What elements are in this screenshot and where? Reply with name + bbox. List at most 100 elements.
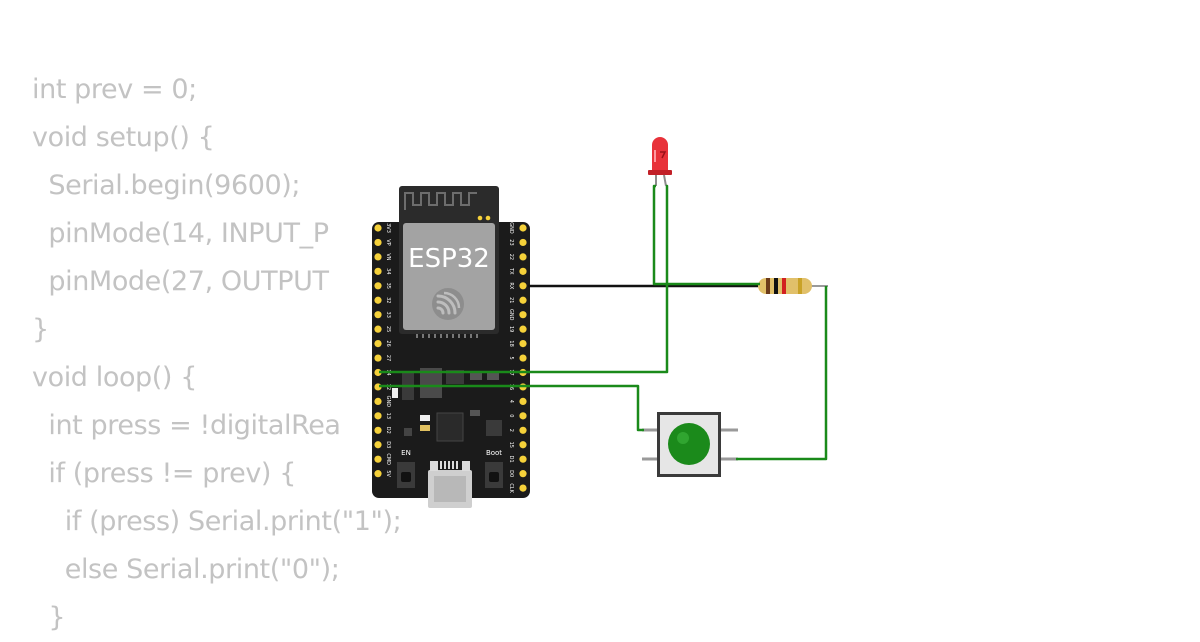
module-led: [477, 215, 483, 221]
wire-led-anode-to-27[interactable]: [379, 184, 669, 374]
pin-label: 13: [385, 413, 391, 419]
esp32-board[interactable]: ESP32: [372, 186, 530, 508]
pin-header-pin[interactable]: [374, 412, 382, 420]
pin-header-pin[interactable]: [374, 282, 382, 290]
wire-button-to-resistor[interactable]: [736, 286, 828, 461]
module-castellations: [416, 334, 478, 338]
pin-label: 34: [385, 268, 391, 274]
pin-header-pin[interactable]: [519, 340, 527, 348]
wires: [379, 184, 828, 461]
pin-header-pin[interactable]: [374, 238, 382, 247]
pin-header-pin[interactable]: [519, 267, 527, 275]
boot-label: Boot: [486, 449, 502, 457]
en-button[interactable]: [397, 462, 415, 488]
pin-label: CMD: [385, 453, 391, 465]
led-rim: [648, 170, 672, 175]
pin-label: 4: [508, 400, 514, 403]
esp32-module: ESP32: [399, 186, 499, 338]
button-cap: [668, 423, 710, 465]
pin-label: 3V3: [385, 223, 391, 233]
pin-label: CLK: [508, 483, 514, 493]
pin-label: D3: [385, 441, 391, 448]
pin-header-pin[interactable]: [374, 455, 382, 463]
pin-header-pin[interactable]: [374, 340, 382, 348]
pin-label: 27: [385, 355, 391, 361]
pin-label: 23: [508, 239, 514, 245]
pin-header-pin[interactable]: [519, 397, 527, 405]
pin-header-pin[interactable]: [374, 296, 382, 304]
code-listing: int prev = 0; void setup() { Serial.begin…: [32, 66, 402, 642]
pin-label: D2: [385, 427, 391, 434]
resistor-band: [774, 278, 778, 294]
red-led[interactable]: [648, 137, 672, 187]
code-line: else Serial.print("0");: [32, 554, 340, 585]
code-line: }: [32, 314, 49, 345]
code-line: Serial.begin(9600);: [32, 170, 301, 201]
pin-header-pin[interactable]: [374, 368, 382, 377]
pin-header-pin[interactable]: [374, 224, 382, 232]
pin-label: 5V: [385, 470, 391, 477]
pin-header-pin[interactable]: [519, 426, 527, 434]
code-line: void loop() {: [32, 362, 198, 393]
wire-led-cathode[interactable]: [652, 184, 760, 286]
pin-header-pin[interactable]: [374, 397, 382, 405]
pin-header-pin[interactable]: [519, 455, 527, 463]
pin-header-pin[interactable]: [374, 267, 382, 275]
code-line: if (press) Serial.print("1");: [32, 506, 402, 537]
pin-header-pin[interactable]: [519, 311, 527, 319]
antenna-trace: [404, 192, 477, 210]
module-led: [485, 215, 491, 221]
resistor-band: [766, 278, 770, 294]
pin-header-pin[interactable]: [374, 325, 382, 333]
pin-label: 35: [385, 283, 391, 289]
pin-label: D1: [508, 456, 514, 463]
pin-header-pin[interactable]: [519, 470, 527, 478]
pin-header-pin[interactable]: [374, 253, 382, 261]
pin-label: 26: [385, 340, 391, 346]
pin-label: 32: [385, 297, 391, 303]
resistor-band: [798, 278, 802, 294]
pin-header-pin[interactable]: [374, 354, 382, 362]
button-shine: [677, 432, 689, 444]
pin-header-pin[interactable]: [519, 325, 527, 333]
module-can: [403, 223, 495, 330]
pin-header-pin[interactable]: [374, 426, 382, 434]
pin-header-pin[interactable]: [519, 296, 527, 304]
code-line: void setup() {: [32, 122, 215, 153]
pin-header-pin[interactable]: [519, 238, 527, 247]
pin-label: VP: [385, 239, 391, 245]
pin-header-pin[interactable]: [519, 282, 527, 290]
code-line: pinMode(27, OUTPUT: [32, 266, 329, 297]
push-button[interactable]: [642, 412, 738, 477]
board-components: [392, 368, 502, 442]
pin-label: 15: [508, 442, 514, 448]
pin-label: 0: [508, 414, 514, 417]
en-label: EN: [401, 449, 411, 457]
pin-header-pin[interactable]: [374, 311, 382, 319]
code-line: int prev = 0;: [32, 74, 197, 105]
pin-header-pin[interactable]: [374, 470, 382, 478]
pin-header-pin[interactable]: [519, 484, 527, 492]
espressif-logo-icon: [432, 288, 464, 320]
resistor-band: [782, 278, 786, 294]
pin-label: 18: [508, 340, 514, 346]
pin-header-pin[interactable]: [374, 441, 382, 449]
boot-button[interactable]: [485, 462, 503, 488]
pin-header-pin[interactable]: [519, 354, 527, 362]
pin-label: 21: [508, 297, 514, 303]
pin-header-pin[interactable]: [519, 253, 527, 261]
led-die: [660, 151, 667, 159]
pin-header-pin[interactable]: [519, 441, 527, 449]
pin-label: 22: [508, 254, 514, 260]
pin-header-pin[interactable]: [519, 224, 527, 232]
pin-label: 19: [508, 326, 514, 332]
pin-label: 5: [508, 356, 514, 359]
led-body: [652, 137, 668, 172]
code-line: if (press != prev) {: [32, 458, 297, 489]
usb-connector: [428, 461, 472, 508]
pin-header-pin[interactable]: [519, 412, 527, 420]
wire-14-to-button[interactable]: [379, 384, 644, 432]
pin-label: 25: [385, 326, 391, 332]
